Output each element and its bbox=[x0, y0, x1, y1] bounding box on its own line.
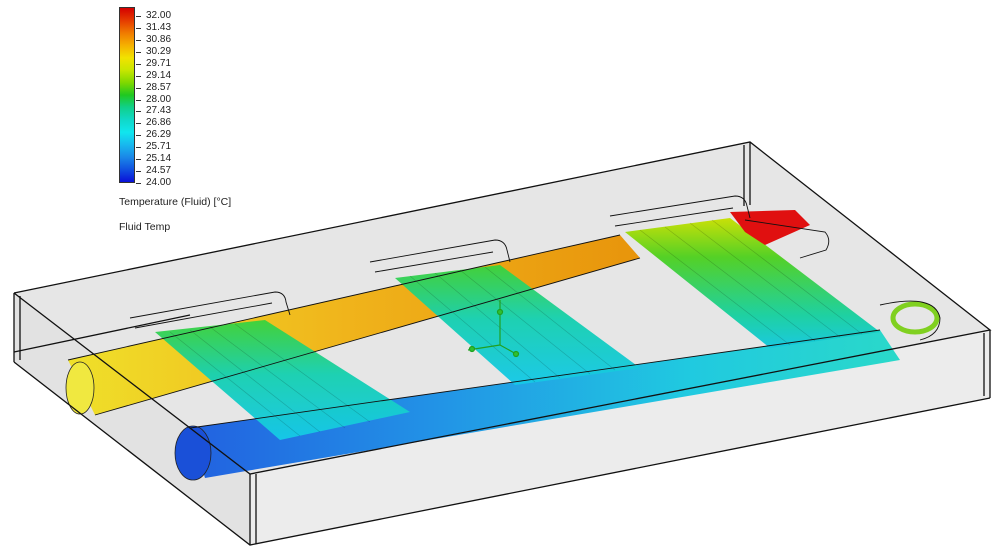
legend-tick-label: 26.86 bbox=[146, 117, 172, 129]
legend-tick-mark bbox=[136, 75, 141, 77]
outlet-loop bbox=[890, 301, 940, 335]
legend-tick-mark bbox=[136, 135, 141, 137]
legend-tick-label: 32.00 bbox=[146, 10, 172, 21]
legend-tick-label: 27.43 bbox=[146, 105, 172, 117]
legend-tick-label: 24.57 bbox=[146, 165, 172, 177]
legend-tick-mark bbox=[136, 39, 141, 41]
box-front-face bbox=[250, 330, 990, 545]
legend-tick-mark bbox=[136, 159, 141, 161]
legend-tick-mark bbox=[136, 51, 141, 53]
bottom-manifold bbox=[190, 330, 900, 478]
legend-tick-label: 30.86 bbox=[146, 33, 172, 45]
legend-tick-mark bbox=[136, 123, 141, 125]
legend-tick-label: 25.14 bbox=[146, 153, 172, 165]
bottom-inlet-end bbox=[174, 425, 212, 481]
legend-subtitle: Fluid Temp bbox=[119, 221, 171, 233]
legend-tick-mark bbox=[136, 27, 141, 29]
box-edges bbox=[13, 141, 992, 546]
legend-tick-label: 29.14 bbox=[146, 69, 172, 81]
color-scale-bar bbox=[119, 7, 135, 183]
legend-tick-mark bbox=[136, 171, 141, 173]
outlet-flow bbox=[730, 210, 810, 245]
legend-tick-label: 30.29 bbox=[146, 45, 172, 57]
legend-title: Temperature (Fluid) [°C] bbox=[119, 196, 232, 208]
channel-2 bbox=[395, 265, 640, 385]
box-left-face bbox=[14, 293, 250, 545]
legend-tick-mark bbox=[136, 87, 141, 89]
legend-tick-mark bbox=[136, 147, 141, 149]
legend-tick-mark bbox=[136, 99, 141, 101]
legend-tick-label: 31.43 bbox=[146, 21, 172, 33]
channel-1 bbox=[155, 320, 410, 440]
pocket-outlines bbox=[67, 195, 941, 429]
channel-3 bbox=[625, 218, 880, 348]
axis-triad bbox=[467, 300, 520, 358]
legend-tick-label: 25.71 bbox=[146, 141, 172, 153]
legend-tick-label: 24.00 bbox=[146, 177, 172, 188]
streamlines bbox=[169, 219, 863, 437]
legend-tick-mark bbox=[136, 16, 141, 17]
legend-tick-label: 28.57 bbox=[146, 81, 172, 93]
legend-tick-label: 28.00 bbox=[146, 93, 172, 105]
legend-tick-mark bbox=[136, 63, 141, 65]
legend-tick-label: 29.71 bbox=[146, 57, 172, 69]
legend-tick-label: 26.29 bbox=[146, 129, 172, 141]
legend-tick-mark bbox=[136, 183, 141, 184]
legend-tick-mark bbox=[136, 111, 141, 113]
